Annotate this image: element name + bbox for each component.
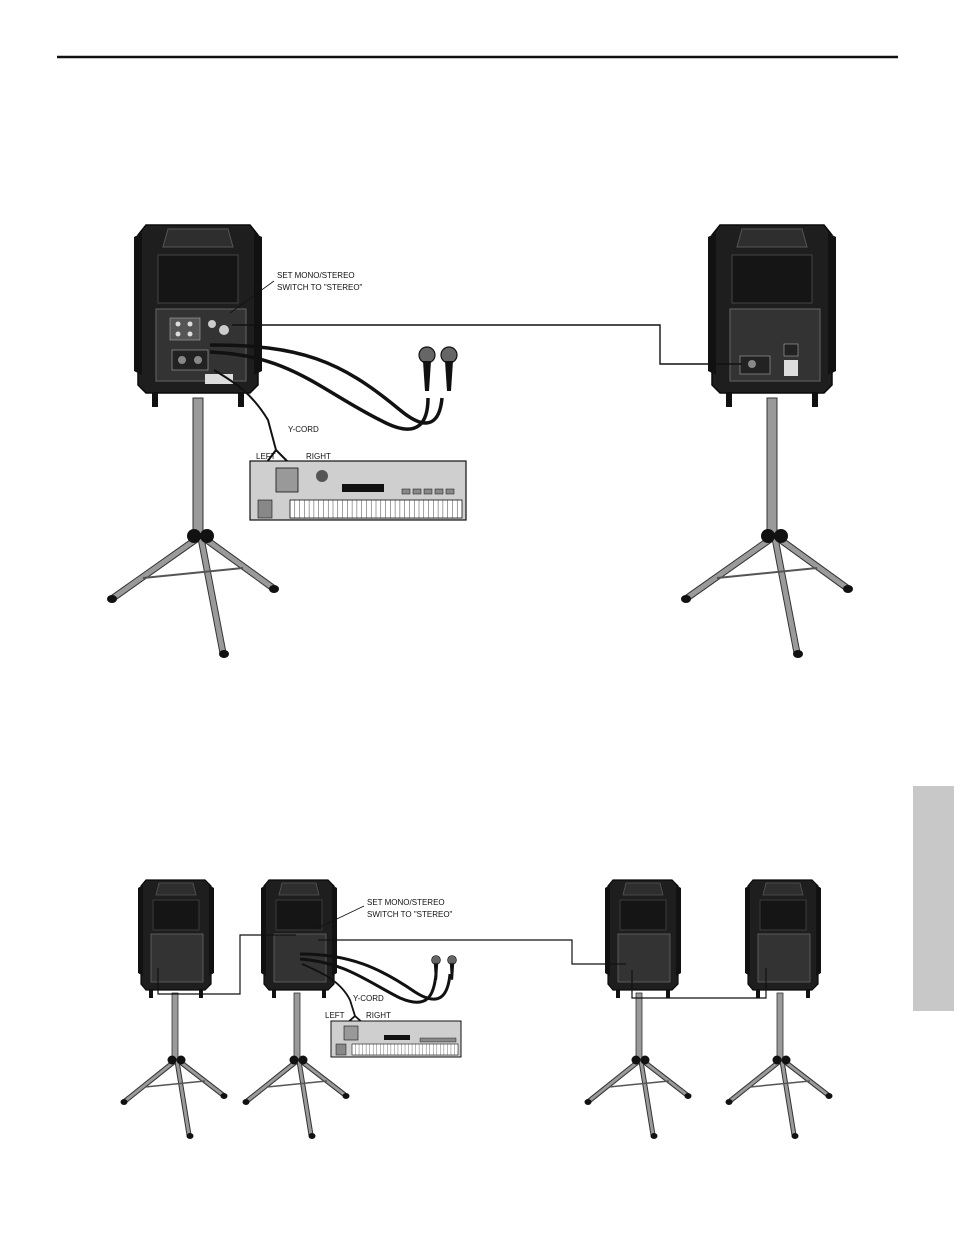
y-cord-label: Y-CORD (288, 425, 319, 434)
speaker-3 (605, 880, 681, 998)
stand-4 (726, 993, 833, 1139)
section-side-tab (913, 786, 954, 1011)
microphone-2 (441, 347, 457, 391)
right-label: RIGHT (306, 452, 331, 461)
callout-line-2: SWITCH TO "STEREO" (277, 283, 363, 292)
link-cable (232, 325, 742, 364)
stand-3 (585, 993, 692, 1139)
keyboard-2 (331, 1021, 461, 1057)
stand-1 (121, 993, 228, 1139)
microphone-1 (419, 347, 435, 391)
diagram-1: SET MONO/STEREO SWITCH TO "STEREO" Y-COR… (107, 225, 853, 658)
speaker-1 (138, 880, 214, 998)
callout-line-1: SET MONO/STEREO (277, 271, 355, 280)
left-speaker (134, 225, 262, 407)
callout2-line-1: SET MONO/STEREO (367, 898, 445, 907)
y-cord-label-2: Y-CORD (353, 994, 384, 1003)
keyboard (250, 461, 466, 520)
right-speaker (708, 225, 836, 407)
microphone-a (432, 956, 441, 980)
right-label-2: RIGHT (366, 1011, 391, 1020)
link-cable-2-3 (318, 940, 626, 964)
speaker-4 (745, 880, 821, 998)
left-label-2: LEFT (325, 1011, 345, 1020)
left-label: LEFT (256, 452, 276, 461)
diagram-2: SET MONO/STEREO SWITCH TO "STEREO" Y-COR… (121, 880, 833, 1139)
speaker-2 (261, 880, 337, 998)
right-stand (681, 398, 853, 658)
callout2-line-2: SWITCH TO "STEREO" (367, 910, 453, 919)
left-stand (107, 398, 279, 658)
